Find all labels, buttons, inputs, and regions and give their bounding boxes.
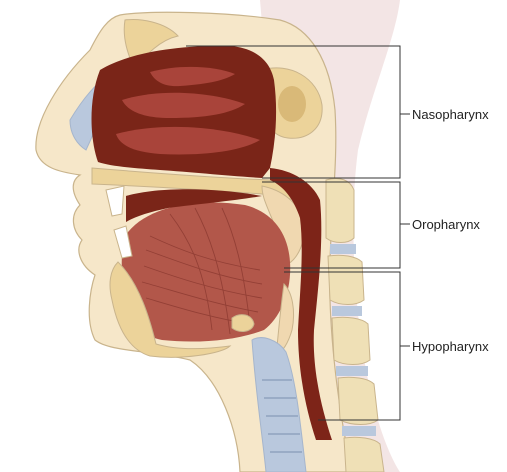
- sphenoid-sinus: [278, 86, 306, 122]
- hypopharynx-label: Hypopharynx: [412, 340, 489, 353]
- nasopharynx-label: Nasopharynx: [412, 108, 489, 121]
- oropharynx-label: Oropharynx: [412, 218, 480, 231]
- hyoid-bone: [232, 315, 254, 332]
